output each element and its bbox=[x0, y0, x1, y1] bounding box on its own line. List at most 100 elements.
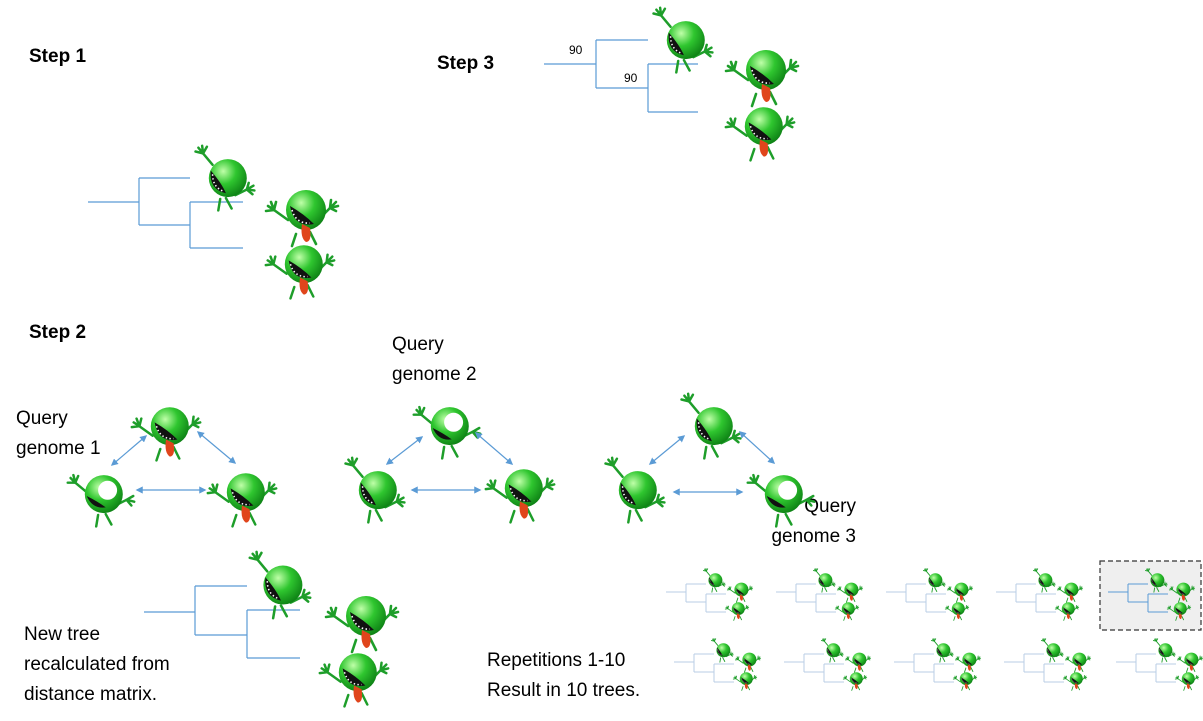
t2-left-genome-icon bbox=[344, 456, 406, 524]
alien-creature-icon bbox=[954, 652, 982, 673]
alien-creature-icon bbox=[946, 582, 974, 603]
new-tree-genome-b-icon bbox=[324, 594, 400, 654]
query-genome-2-line1: Query bbox=[392, 334, 444, 355]
alien-creature-icon bbox=[842, 671, 868, 691]
alien-creature-icon bbox=[726, 582, 754, 603]
alien-creature-icon bbox=[732, 671, 758, 691]
alien-creature-icon bbox=[836, 582, 864, 603]
repetition-tree-branches bbox=[784, 653, 844, 683]
step3-genome-c-icon bbox=[724, 105, 796, 162]
repetitions-caption-line2: Result in 10 trees. bbox=[487, 680, 641, 701]
t1-arrow-left bbox=[110, 435, 148, 466]
alien-creature-icon bbox=[734, 652, 762, 673]
repetition-tree-5 bbox=[1108, 567, 1196, 621]
alien-creature-icon bbox=[834, 601, 860, 621]
t1-right-genome-icon bbox=[206, 471, 278, 528]
t2-arrow-right bbox=[474, 432, 514, 465]
t3-arrow-right bbox=[738, 431, 776, 464]
t2-arrow-left bbox=[385, 436, 424, 465]
step3-tree bbox=[544, 39, 698, 113]
new-tree-caption-line2: recalculated from bbox=[24, 654, 170, 675]
repetition-tree-9 bbox=[1004, 637, 1092, 691]
alien-creature-icon bbox=[923, 567, 946, 593]
t2-query-genome-icon bbox=[412, 405, 482, 460]
repetition-tree-2 bbox=[776, 567, 864, 621]
new-tree-caption-line1: New tree bbox=[24, 624, 101, 645]
triangle-3 bbox=[604, 392, 816, 528]
repetition-tree-7 bbox=[784, 637, 872, 691]
alien-creature-icon bbox=[1062, 671, 1088, 691]
query-genome-3-line1: Query bbox=[804, 496, 856, 517]
alien-creature-icon bbox=[1153, 637, 1176, 663]
new-tree-caption: New tree recalculated from distance matr… bbox=[24, 620, 170, 710]
repetition-tree-branches bbox=[1004, 653, 1064, 683]
repetition-tree-branches bbox=[894, 653, 954, 683]
t3-arrow-left bbox=[648, 435, 686, 465]
step3-genome-a-icon bbox=[652, 6, 714, 74]
step-2-title: Step 2 bbox=[29, 322, 87, 343]
query-genome-2-line2: genome 2 bbox=[392, 364, 477, 385]
repetition-tree-1 bbox=[666, 567, 754, 621]
alien-creature-icon bbox=[1056, 582, 1084, 603]
step1-genome-a-icon bbox=[194, 144, 256, 212]
repetitions-caption: Repetitions 1-10 Result in 10 trees. bbox=[487, 646, 640, 706]
alien-creature-icon bbox=[1176, 652, 1203, 673]
query-genome-1-line2: genome 1 bbox=[16, 438, 101, 459]
repetition-tree-branches bbox=[666, 583, 726, 613]
repetition-tree-10 bbox=[1116, 637, 1203, 691]
repetition-tree-branches bbox=[776, 583, 836, 613]
query-genome-1-label: Query genome 1 bbox=[16, 404, 101, 464]
t1-query-genome-icon bbox=[66, 473, 136, 528]
alien-creature-icon bbox=[931, 637, 954, 663]
step-3-title: Step 3 bbox=[437, 53, 495, 74]
query-genome-3-label: Query genome 3 bbox=[760, 492, 856, 552]
t1-top-genome-icon bbox=[130, 405, 202, 462]
alien-creature-icon bbox=[703, 567, 726, 593]
step1-genome-b-icon bbox=[264, 188, 340, 248]
t2-right-genome-icon bbox=[484, 467, 556, 524]
alien-creature-icon bbox=[944, 601, 970, 621]
alien-creature-icon bbox=[1054, 601, 1080, 621]
alien-creature-icon bbox=[1041, 637, 1064, 663]
step3-genome-b-icon bbox=[724, 48, 800, 108]
step-1-title: Step 1 bbox=[29, 46, 87, 67]
t3-top-genome-icon bbox=[680, 392, 742, 460]
repetition-tree-branches bbox=[996, 583, 1056, 613]
repetitions-caption-line1: Repetitions 1-10 bbox=[487, 650, 626, 671]
bootstrap-value-lower: 90 bbox=[624, 71, 638, 85]
repetition-tree-6 bbox=[674, 637, 762, 691]
repetition-tree-8 bbox=[894, 637, 982, 691]
alien-creature-icon bbox=[1064, 652, 1092, 673]
t3-query-genome-icon bbox=[746, 473, 816, 528]
t1-arrow-right bbox=[196, 431, 237, 464]
new-tree-caption-line3: distance matrix. bbox=[24, 684, 158, 705]
triangle-2 bbox=[344, 405, 556, 524]
alien-creature-icon bbox=[1033, 567, 1056, 593]
repetition-tree-4 bbox=[996, 567, 1084, 621]
t3-left-genome-icon bbox=[604, 456, 666, 524]
new-tree bbox=[144, 585, 300, 659]
repetition-tree-branches bbox=[1116, 653, 1176, 683]
query-genome-1-line1: Query bbox=[16, 408, 68, 429]
new-tree-genome-a-icon bbox=[248, 550, 312, 620]
repetition-tree-branches bbox=[1108, 583, 1168, 613]
alien-creature-icon bbox=[711, 637, 734, 663]
alien-creature-icon bbox=[844, 652, 872, 673]
step1-genome-c-icon bbox=[264, 243, 336, 300]
alien-creature-icon bbox=[813, 567, 836, 593]
alien-creature-icon bbox=[724, 601, 750, 621]
alien-creature-icon bbox=[821, 637, 844, 663]
new-tree-genome-c-icon bbox=[318, 651, 390, 708]
alien-creature-icon bbox=[952, 671, 978, 691]
query-genome-3-line2: genome 3 bbox=[771, 526, 856, 547]
query-genome-2-label: Query genome 2 bbox=[392, 330, 477, 390]
bootstrap-value-upper: 90 bbox=[569, 43, 583, 57]
repetition-trees bbox=[666, 567, 1203, 691]
repetition-tree-3 bbox=[886, 567, 974, 621]
alien-creature-icon bbox=[1174, 671, 1200, 691]
repetition-tree-branches bbox=[886, 583, 946, 613]
step1-tree bbox=[88, 177, 243, 249]
triangle-1 bbox=[66, 405, 278, 528]
repetition-tree-branches bbox=[674, 653, 734, 683]
